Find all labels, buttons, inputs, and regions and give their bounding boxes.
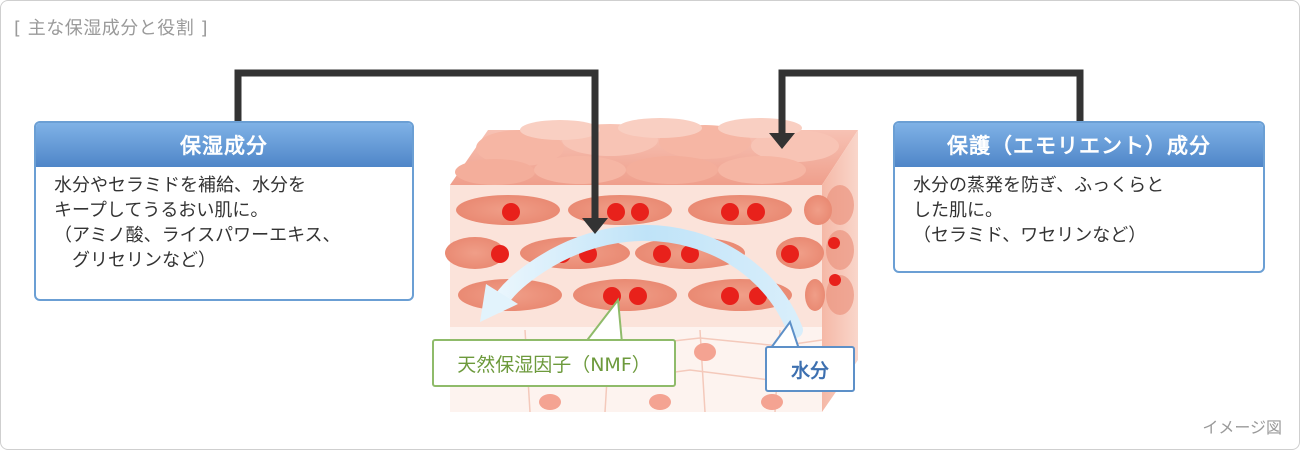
emollient-line-3: （セラミド、ワセリンなど） [913,225,1147,246]
moisturizing-ingredients-box: 保湿成分 水分やセラミドを補給、水分を キープしてうるおい肌に。 （アミノ酸、ラ… [34,121,414,301]
moisturizing-line-4: グリセリンなど） [54,250,216,271]
emollient-connector [769,69,1084,149]
emollient-title: 保護（エモリエント）成分 [895,123,1263,167]
skin-surface [450,118,858,185]
moisturizing-connector [234,69,608,234]
image-caption: イメージ図 [1202,418,1282,437]
moisture-arc [480,225,803,338]
emollient-ingredients-box: 保護（エモリエント）成分 水分の蒸発を防ぎ、ふっくらと した肌に。 （セラミド、… [893,121,1265,273]
moisturizing-description: 水分やセラミドを補給、水分を キープしてうるおい肌に。 （アミノ酸、ライスパワー… [36,167,412,273]
moisturizing-title: 保湿成分 [36,123,412,167]
emollient-line-1: 水分の蒸発を防ぎ、ふっくらと [913,175,1165,196]
water-label: 水分 [765,346,855,392]
page-title: [ 主な保湿成分と役割 ] [14,18,208,39]
emollient-line-2: した肌に。 [913,200,1003,221]
moisturizing-line-3: （アミノ酸、ライスパワーエキス、 [54,225,341,246]
cell-nuclei [491,203,841,305]
nmf-label: 天然保湿因子（NMF） [432,339,676,387]
moisturizing-line-1: 水分やセラミドを補給、水分を [54,175,306,196]
moisturizing-line-2: キープしてうるおい肌に。 [54,200,269,221]
emollient-description: 水分の蒸発を防ぎ、ふっくらと した肌に。 （セラミド、ワセリンなど） [895,167,1263,248]
